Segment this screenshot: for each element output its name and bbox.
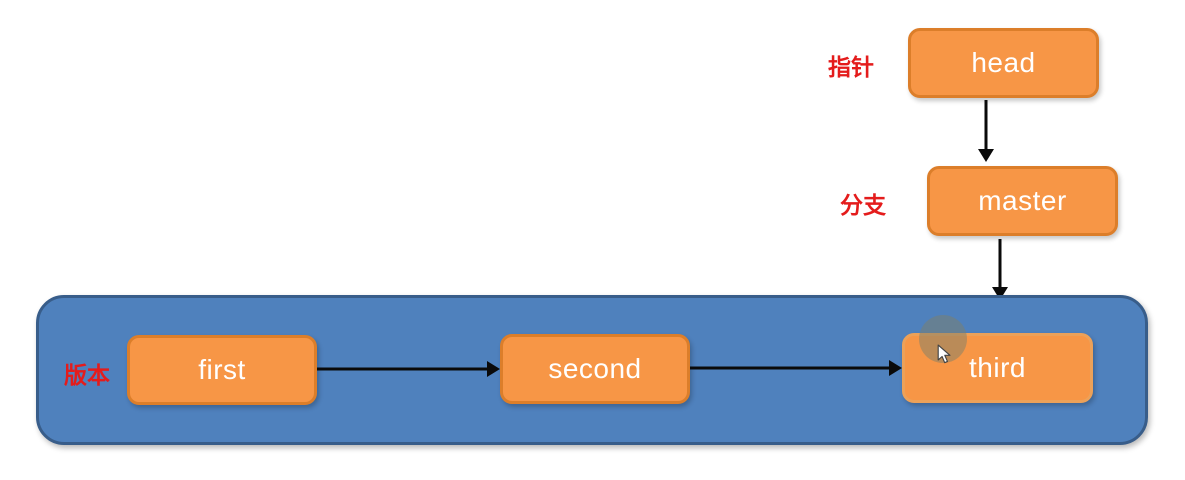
- second-commit-node: second: [500, 334, 690, 404]
- arrow-down-tip: [978, 149, 994, 162]
- master-node: master: [927, 166, 1118, 236]
- third-commit-label: third: [969, 352, 1026, 383]
- first-commit-node: first: [127, 335, 317, 405]
- branch-label: 分支: [840, 192, 886, 218]
- head-node-label: head: [971, 47, 1036, 78]
- mouse-cursor-icon: [937, 344, 951, 364]
- head-node: head: [908, 28, 1099, 98]
- master-node-label: master: [978, 185, 1067, 216]
- arrow-shaft: [984, 100, 988, 151]
- arrow-master-to-versions: [992, 239, 1008, 300]
- arrow-shaft: [690, 366, 891, 370]
- version-label: 版本: [64, 362, 110, 388]
- arrow-right-tip: [889, 360, 902, 376]
- arrow-right-tip: [487, 361, 500, 377]
- first-commit-label: first: [198, 354, 246, 385]
- arrow-shaft: [998, 239, 1002, 289]
- arrow-head-to-master: [978, 100, 994, 162]
- pointer-label: 指针: [828, 54, 874, 80]
- arrow-second-to-third: [690, 360, 902, 376]
- second-commit-label: second: [548, 353, 642, 384]
- arrow-first-to-second: [317, 361, 500, 377]
- arrow-shaft: [317, 367, 489, 371]
